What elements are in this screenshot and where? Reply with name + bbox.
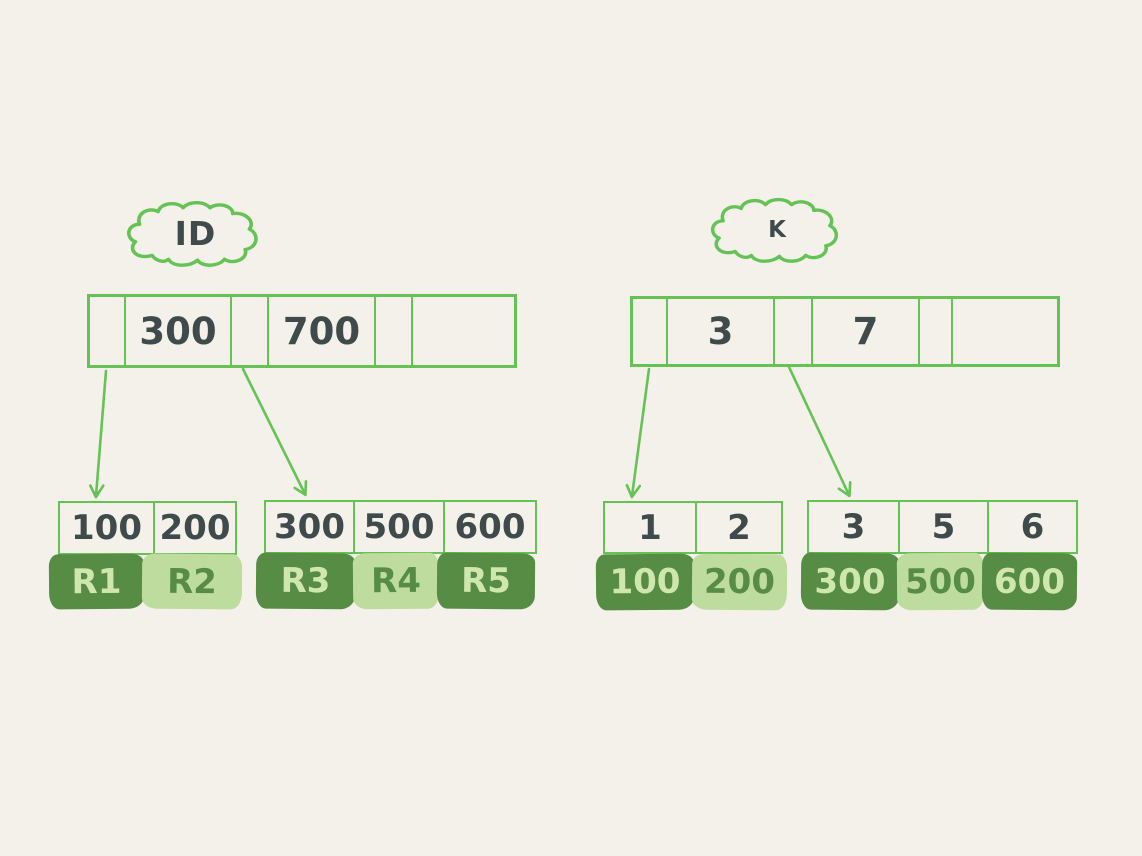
leaf-key: 500 [355, 502, 445, 552]
leaf-key: 3 [809, 502, 900, 552]
primary-leaf2-rows: R3 R4 R5 [255, 552, 536, 610]
arrow-secondary-leaf2 [787, 365, 849, 495]
leaf-key: 200 [159, 508, 231, 548]
secondary-leaf1-rows: 100 200 [595, 553, 788, 611]
row-block: 600 [981, 552, 1078, 611]
cloud-icon [127, 200, 258, 267]
secondary-index-cloud: K [707, 196, 848, 263]
primary-root-pointer-slot [376, 297, 413, 365]
secondary-root-pointer-slot [633, 299, 668, 364]
secondary-leaf2-rows: 300 500 600 [800, 552, 1078, 611]
row-block: R5 [436, 552, 536, 610]
leaf-key: 600 [454, 507, 526, 547]
secondary-root-empty-slot [953, 299, 1057, 364]
primary-root-node: 300 700 [87, 294, 517, 368]
arrow-primary-leaf1 [96, 369, 108, 496]
leaf-key: 2 [727, 507, 751, 548]
primary-root-pointer-slot [90, 297, 126, 365]
primary-leaf1-keys: 100 200 [58, 501, 237, 555]
cloud-icon [710, 197, 838, 263]
secondary-root-node: 3 7 [630, 296, 1060, 367]
arrow-primary-leaf2 [241, 367, 305, 494]
leaf-key: 6 [1020, 507, 1045, 547]
row-block: R3 [255, 552, 356, 610]
primary-root-key-700: 700 [269, 297, 376, 365]
row-block: 300 [800, 552, 900, 611]
secondary-index-label: K [768, 216, 787, 243]
leaf-key: 5 [900, 502, 989, 552]
row-block: 500 [896, 552, 985, 611]
row-block: 100 [595, 553, 695, 611]
primary-root-key-300: 300 [126, 297, 232, 365]
row-block: R4 [352, 552, 440, 610]
primary-root-empty-slot [413, 297, 514, 365]
primary-root-pointer-slot [232, 297, 269, 365]
secondary-root-key-3: 3 [668, 299, 775, 364]
secondary-root-pointer-slot [775, 299, 813, 364]
secondary-root-key-7: 7 [813, 299, 920, 364]
primary-index-cloud: ID [123, 199, 268, 267]
primary-leaf1-rows: R1 R2 [48, 553, 243, 610]
arrow-secondary-leaf1 [632, 367, 651, 496]
primary-index-label: ID [174, 213, 217, 253]
secondary-leaf1-keys: 1 2 [603, 501, 783, 554]
row-block: 200 [691, 553, 788, 611]
primary-leaf2-keys: 300 500 600 [264, 500, 537, 554]
secondary-leaf2-keys: 3 5 6 [807, 500, 1078, 554]
leaf-key: 100 [60, 503, 155, 553]
secondary-root-pointer-slot [920, 299, 953, 364]
leaf-key: 300 [266, 502, 355, 552]
row-block: R2 [141, 553, 243, 610]
row-block: R1 [48, 553, 145, 610]
leaf-key: 1 [605, 503, 697, 552]
